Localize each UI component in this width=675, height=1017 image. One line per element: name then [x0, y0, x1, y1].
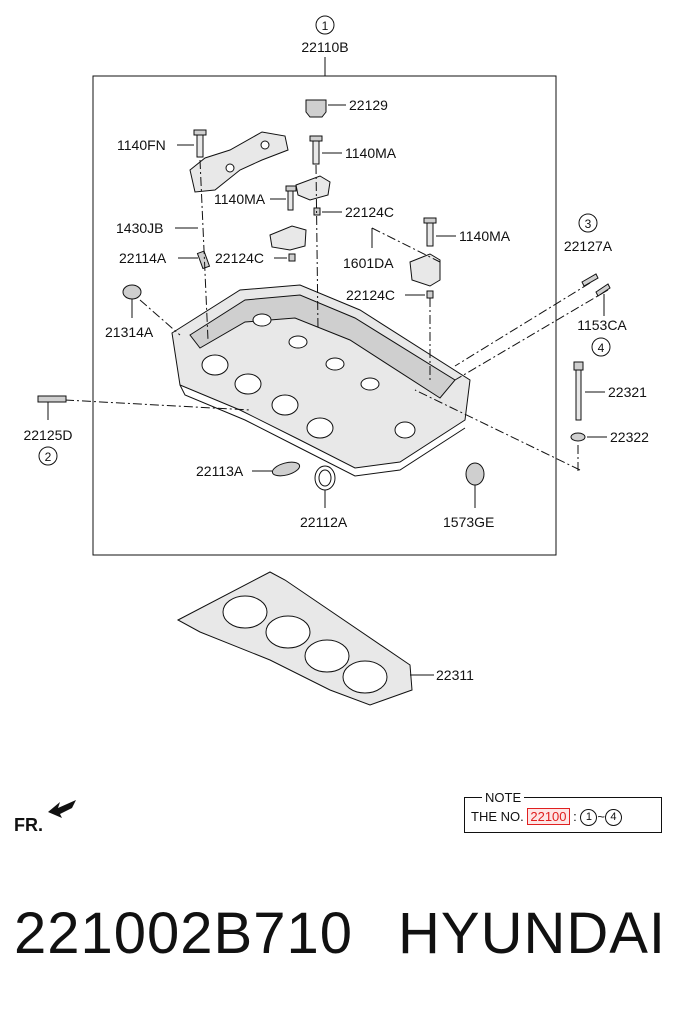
label-22124C-c: 22124C	[346, 287, 395, 303]
note-range-start: 1	[580, 809, 598, 827]
brand-name: HYUNDAI	[398, 901, 667, 966]
label-1140FN: 1140FN	[117, 137, 166, 153]
note-part-code: 22100	[527, 808, 570, 825]
callout-number-2: 2	[45, 450, 52, 464]
part-22124C-a: 22124C	[313, 204, 394, 220]
label-22125D: 22125D	[23, 427, 72, 443]
note-range-end: 4	[604, 809, 622, 827]
cam-journals	[201, 313, 416, 439]
part-1140MA-top: 1140MA	[309, 135, 397, 165]
label-21314A: 21314A	[105, 324, 154, 340]
note-title: NOTE	[482, 790, 525, 805]
label-22311: 22311	[436, 667, 474, 683]
note-tilde: ~	[597, 809, 605, 824]
part-21314A: 21314A	[105, 284, 154, 340]
cam-cap-right	[409, 253, 441, 287]
label-22110B: 22110B	[301, 39, 348, 55]
callout-1153CA: 1153CA 4	[577, 294, 627, 357]
label-22113A: 22113A	[196, 463, 244, 479]
cam-cap-left	[269, 225, 307, 251]
label-22129: 22129	[349, 97, 388, 113]
callout-number-4: 4	[598, 341, 605, 355]
label-22322: 22322	[610, 429, 649, 445]
front-arrow-icon	[48, 800, 76, 818]
label-22112A: 22112A	[300, 514, 348, 530]
label-1153CA: 1153CA	[577, 317, 627, 333]
callout-number-1: 1	[322, 19, 329, 33]
part-1140MA-middle: 1140MA	[214, 175, 331, 211]
label-1601DA: 1601DA	[343, 255, 394, 271]
label-1140MA-middle: 1140MA	[214, 191, 266, 207]
label-22321: 22321	[608, 384, 647, 400]
part-1140MA-right: 1140MA	[423, 217, 511, 247]
note-separator: :	[573, 809, 577, 824]
part-22321: 22321	[573, 361, 647, 421]
front-direction-label: FR.	[14, 815, 43, 835]
label-1430JB: 1430JB	[116, 220, 163, 236]
callout-number-3: 3	[585, 217, 592, 231]
label-22124C-a: 22124C	[345, 204, 394, 220]
cylinder-head	[171, 284, 471, 477]
part-22124C-c: 22124C	[346, 287, 434, 303]
part-1430JB: 1430JB	[116, 220, 198, 236]
callout-22110B: 1 22110B	[301, 15, 349, 76]
callout-22127A: 3 22127A	[564, 213, 613, 297]
part-22129: 22129	[305, 97, 388, 118]
part-1140FN: 1140FN	[117, 129, 289, 193]
part-22322: 22322	[570, 429, 649, 472]
part-number: 221002B710	[14, 901, 353, 966]
part-22112A: 22112A	[300, 465, 348, 530]
part-1601DA: 1601DA	[343, 228, 394, 271]
label-1573GE: 1573GE	[443, 514, 494, 530]
part-22114A: 22114A	[119, 250, 211, 270]
label-1140MA-top: 1140MA	[345, 145, 397, 161]
part-22113A: 22113A	[196, 461, 301, 479]
assembly-frame	[92, 75, 557, 556]
label-22124C-b: 22124C	[215, 250, 264, 266]
part-22124C-b: 22124C	[215, 250, 296, 266]
callout-22125D: 22125D 2	[23, 395, 73, 466]
part-1573GE: 1573GE	[443, 462, 494, 530]
note-text: THE NO. 22100 : 1~4	[471, 808, 622, 827]
note-prefix: THE NO.	[471, 809, 524, 824]
leader-lines	[64, 159, 609, 471]
label-22114A: 22114A	[119, 250, 167, 266]
label-22127A: 22127A	[564, 238, 613, 254]
label-1140MA-right: 1140MA	[459, 228, 511, 244]
head-gasket: 22311	[176, 571, 474, 706]
